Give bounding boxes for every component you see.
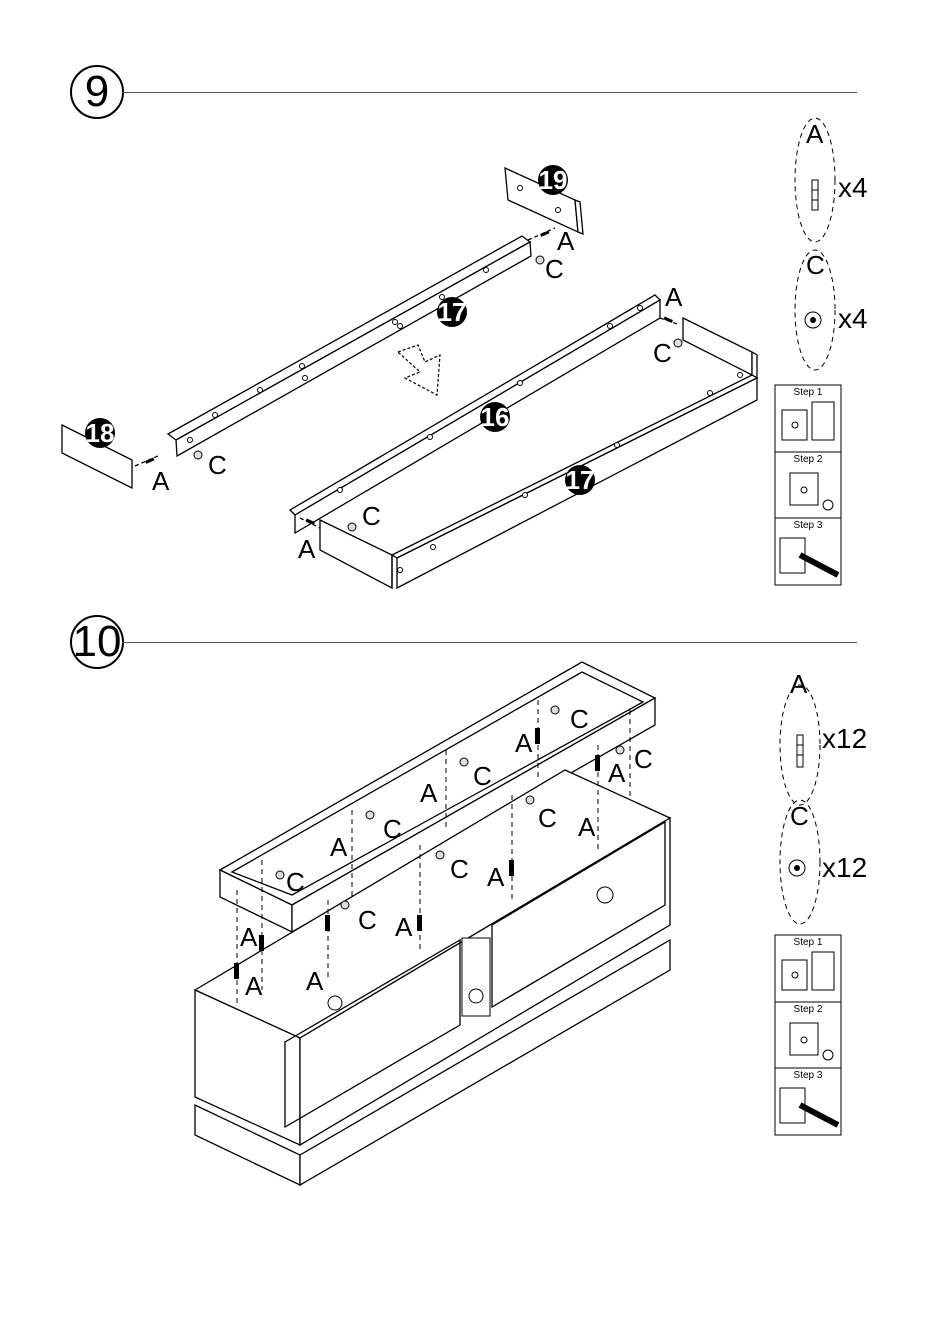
hardware-a-quantity: x4	[838, 172, 868, 203]
callout-c: C	[538, 803, 557, 833]
callout-a: A	[240, 922, 258, 952]
instruction-panels-step10: Step 1 Step 2 Step 3	[775, 935, 841, 1135]
callout-c: C	[634, 744, 653, 774]
end-right	[683, 318, 752, 375]
step-10-diagram: C A C A C A C A C A C A C C A A A A A x1…	[0, 650, 933, 1250]
instruction-panels-step9: Step 1 Step 2 Step 3	[775, 385, 841, 585]
step-10-rule	[122, 642, 857, 643]
part-18-label: 18	[86, 418, 115, 448]
part-19-label: 19	[539, 165, 568, 195]
callout-c: C	[358, 905, 377, 935]
callout-a: A	[395, 912, 413, 942]
step-9-diagram: 19 17 18 16 17 A C A C A C C A A x4 C x4…	[0, 0, 933, 600]
callouts-step9: A C A C A C C A	[152, 226, 683, 564]
callout-a: A	[306, 966, 324, 996]
hardware-a-letter: A	[806, 119, 824, 149]
callout-c: C	[383, 814, 402, 844]
instruction-step-3: Step 3	[794, 520, 823, 531]
insert-arrow	[398, 345, 440, 395]
part-17-label: 17	[438, 297, 467, 327]
rail-16	[290, 295, 660, 515]
callout-c: C	[286, 867, 305, 897]
callout-c: C	[653, 338, 672, 368]
callout-a: A	[515, 728, 533, 758]
part-17-lower-label: 17	[566, 465, 595, 495]
callout-a: A	[330, 832, 348, 862]
cable-hole-right	[597, 887, 613, 903]
instruction-step-2: Step 2	[794, 454, 823, 465]
callout-c: C	[450, 854, 469, 884]
hardware-c-letter: C	[790, 801, 809, 831]
callout-a: A	[608, 758, 626, 788]
callout-a: A	[152, 466, 170, 496]
hardware-c-quantity: x12	[822, 852, 867, 883]
callout-c: C	[545, 254, 564, 284]
callout-a: A	[487, 862, 505, 892]
cam-bolt-icon	[812, 180, 818, 210]
callout-a: A	[557, 226, 575, 256]
callout-a: A	[298, 534, 316, 564]
callout-c: C	[473, 761, 492, 791]
hardware-c-letter: C	[806, 250, 825, 280]
instruction-step-1: Step 1	[794, 937, 823, 948]
hardware-a-letter: A	[790, 669, 808, 699]
cable-hole-left	[328, 996, 342, 1010]
part-badges: 19 17 18 16 17	[85, 165, 595, 495]
callout-c: C	[208, 450, 227, 480]
instruction-step-3: Step 3	[794, 1070, 823, 1081]
hardware-a-quantity: x12	[822, 723, 867, 754]
end-left	[320, 520, 392, 588]
callout-a: A	[665, 282, 683, 312]
callout-c: C	[362, 501, 381, 531]
cam-bolt-icon	[797, 735, 803, 767]
cam-lock-icon	[789, 860, 805, 876]
cam-lock-icon	[805, 312, 821, 328]
callout-a: A	[245, 971, 263, 1001]
callout-c: C	[570, 704, 589, 734]
instruction-step-2: Step 2	[794, 1004, 823, 1015]
instruction-step-1: Step 1	[794, 387, 823, 398]
hardware-c-quantity: x4	[838, 303, 868, 334]
part-16-label: 16	[481, 402, 510, 432]
callout-a: A	[578, 812, 596, 842]
callout-a: A	[420, 778, 438, 808]
